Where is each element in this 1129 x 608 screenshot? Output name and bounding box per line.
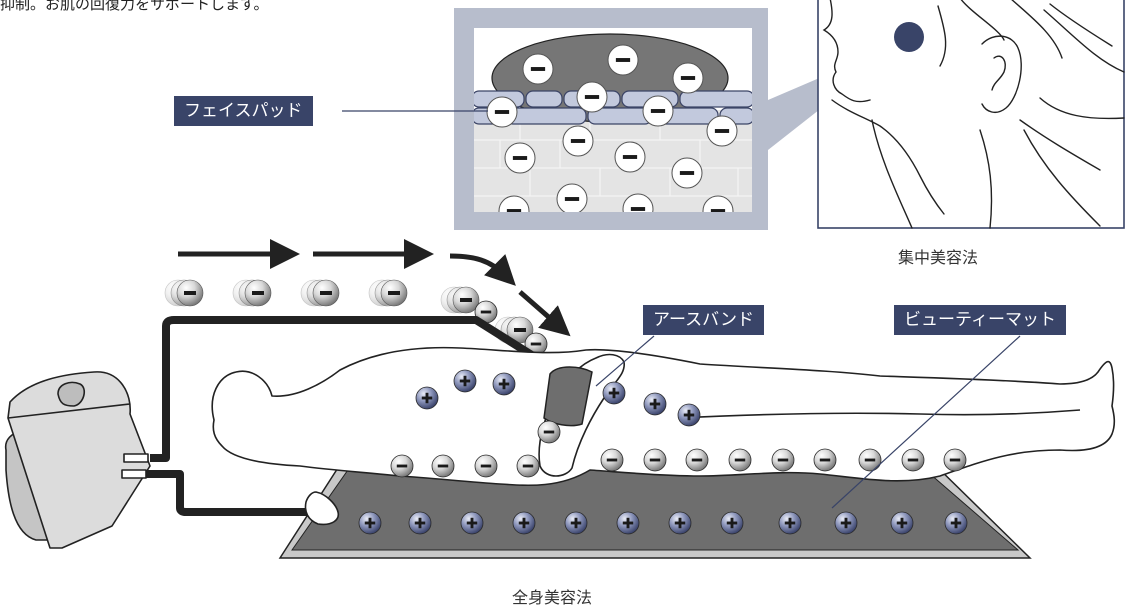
- positive-ion-icon: [358, 511, 382, 535]
- hand-outline: [304, 491, 340, 526]
- face-profile-illustration: [817, 0, 1125, 229]
- negative-ion-icon: [672, 62, 704, 94]
- negative-ion-icon: [600, 448, 624, 472]
- negative-ion-icon: [728, 448, 752, 472]
- negative-ion-icon: [671, 157, 703, 189]
- negative-ion-icon: [813, 448, 837, 472]
- face-frame: [817, 0, 1125, 229]
- negative-ion-icon: [622, 193, 654, 212]
- positive-ion-icon: [677, 403, 701, 427]
- mat-positive-ions: [358, 511, 968, 535]
- positive-ion-icon: [643, 392, 667, 416]
- skin-negative-ions: [486, 44, 738, 212]
- positive-ion-icon: [512, 511, 536, 535]
- negative-ion-icon: [576, 81, 608, 113]
- negative-ion-icon: [858, 448, 882, 472]
- intro-text: 抑制。お肌の回復力をサポートします。: [0, 0, 269, 13]
- leg-separation-line: [679, 409, 1081, 419]
- positive-ion-icon: [453, 369, 477, 393]
- negative-ion-icon: [556, 183, 588, 212]
- negative-ion-icon: [943, 448, 967, 472]
- positive-ion-icon: [834, 511, 858, 535]
- negative-ion-icon: [901, 448, 925, 472]
- negative-ion-icon: [516, 454, 540, 478]
- positive-ion-icon: [408, 511, 432, 535]
- positive-ion-icon: [415, 386, 439, 410]
- negative-ion-stack-icon: [300, 279, 340, 307]
- positive-ion-icon: [668, 511, 692, 535]
- negative-ion-icon: [498, 195, 530, 212]
- negative-ion-icon: [537, 420, 561, 444]
- beauty-mat-label: ビューティーマット: [894, 305, 1066, 335]
- skin-inset-diagram: [454, 8, 908, 230]
- positive-ion-icon: [778, 511, 802, 535]
- earth-band-label: アースバンド: [643, 305, 764, 335]
- negative-ion-stack-icon: [232, 279, 272, 307]
- flow-arrows: [178, 239, 571, 337]
- negative-ion-icon: [706, 115, 738, 147]
- positive-ion-icon: [492, 372, 516, 396]
- negative-ion-stack-icon: [440, 286, 480, 314]
- positive-ion-icon: [602, 381, 626, 405]
- positive-ion-icon: [564, 511, 588, 535]
- focused-beauty-caption: 集中美容法: [898, 248, 979, 267]
- face-pad-label: フェイスパッド: [174, 96, 313, 126]
- negative-ion-icon: [474, 454, 498, 478]
- negative-ion-icon: [522, 53, 554, 85]
- positive-ion-icon: [890, 511, 914, 535]
- negative-ion-icon: [685, 448, 709, 472]
- negative-ion-stack-icon: [368, 279, 408, 307]
- negative-ion-icon: [642, 95, 674, 127]
- negative-ion-icon: [607, 44, 639, 76]
- positive-ion-icon: [460, 511, 484, 535]
- negative-ion-icon: [562, 125, 594, 157]
- negative-ion-icon: [643, 448, 667, 472]
- negative-ion-icon: [771, 448, 795, 472]
- negative-ion-icon: [390, 454, 414, 478]
- torso-outline: [211, 346, 1116, 487]
- body-ions: [390, 369, 967, 478]
- beauty-mat-leader-line: [831, 335, 1021, 509]
- flow-negative-ions: [164, 279, 548, 356]
- ion-generator-device: [4, 371, 151, 549]
- negative-ion-icon: [486, 96, 518, 128]
- earth-band-leader-line: [595, 335, 655, 387]
- full-body-beauty-caption: 全身美容法: [512, 588, 593, 607]
- negative-ion-icon: [504, 142, 536, 174]
- device-cables: [146, 316, 565, 516]
- positive-ion-icon: [616, 511, 640, 535]
- positive-ion-icon: [720, 511, 744, 535]
- negative-ion-icon: [614, 141, 646, 173]
- negative-ion-stack-icon: [164, 279, 204, 307]
- positive-ion-icon: [944, 511, 968, 535]
- negative-ion-icon: [702, 195, 734, 212]
- contact-point-dot: [894, 22, 924, 52]
- negative-ion-icon: [431, 454, 455, 478]
